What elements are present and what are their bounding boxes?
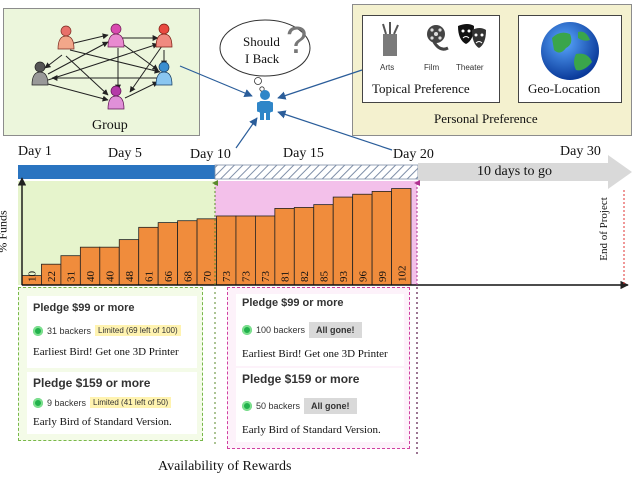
rewards-caption: Availability of Rewards (158, 459, 292, 474)
theater-masks-icon (458, 24, 486, 48)
personal-preference-label: Personal Preference (434, 111, 538, 126)
question-line2: I Back (245, 51, 280, 66)
bar-value-label: 48 (124, 271, 136, 283)
timeline-hatched-bar (214, 164, 419, 180)
backers-count: 9 backers (47, 397, 87, 408)
bar-value-label: 68 (182, 271, 194, 283)
bar-value-label: 96 (357, 271, 369, 283)
reward-tier-card[interactable]: Pledge $99 or more 100 backers All gone!… (236, 294, 404, 366)
timeline-day-1: Day 1 (18, 144, 52, 159)
category-film-label: Film (424, 63, 440, 72)
bar-value-label: 70 (202, 271, 214, 283)
reward-tier-card[interactable]: Pledge $159 or more 9 backers Limited (4… (27, 372, 197, 434)
reward-description: Early Bird of Standard Version. (33, 416, 172, 428)
bar-value-label: 73 (260, 271, 272, 283)
bar-value-label: 66 (163, 271, 175, 283)
status-badge: All gone! (304, 398, 357, 414)
bar-value-label: 99 (377, 271, 389, 283)
person-icon (107, 23, 125, 48)
globe-icon (541, 22, 599, 80)
bar-value-label: 93 (338, 271, 350, 283)
group-network-edges (44, 33, 167, 102)
thought-bubble (219, 19, 311, 92)
rewards-after-panel: Pledge $99 or more 100 backers All gone!… (227, 287, 410, 449)
backers-count: 31 backers (47, 325, 92, 336)
bar-value-label: 61 (143, 271, 155, 282)
question-mark-icon: ? (286, 20, 308, 62)
bar-value-label: 73 (221, 271, 233, 283)
category-arts-label: Arts (380, 63, 395, 72)
bar-value-label: 82 (299, 271, 311, 282)
bar-value-label: 10 (27, 271, 39, 283)
pledge-title: Pledge $99 or more (33, 302, 135, 314)
remaining-days-label: 10 days to go (477, 164, 553, 179)
bar-value-label: 73 (241, 271, 253, 283)
group-label: Group (92, 118, 128, 133)
reward-description: Early Bird of Standard Version. (242, 424, 381, 436)
influence-arrows (179, 65, 393, 151)
person-icon (107, 85, 125, 110)
pledge-title: Pledge $99 or more (242, 297, 344, 309)
rewards-before-panel: Pledge $99 or more 31 backers Limited (6… (18, 287, 203, 441)
bar-value-label: 22 (46, 271, 58, 282)
person-icon (155, 23, 173, 48)
backers-dot-icon (33, 325, 43, 336)
y-axis-label: % Funds (0, 210, 10, 252)
reward-tier-card[interactable]: Pledge $99 or more 31 backers Limited (6… (27, 296, 197, 368)
timeline-day-5: Day 5 (108, 146, 142, 161)
bar-value-label: 81 (280, 271, 292, 282)
bar-value-label: 102 (396, 266, 408, 283)
person-icon (155, 61, 173, 86)
backers-count: 50 backers (256, 401, 301, 411)
timeline-day-15: Day 15 (283, 146, 324, 161)
reward-description: Earliest Bird! Get one 3D Printer (242, 348, 388, 360)
bar-value-label: 40 (85, 271, 97, 283)
bar-value-label: 85 (318, 271, 330, 283)
question-line1: Should (243, 34, 280, 49)
status-badge: Limited (41 left of 50) (90, 397, 172, 408)
timeline-elapsed-bar (18, 165, 215, 179)
backers-count: 100 backers (256, 325, 306, 335)
timeline-remaining-arrow (418, 155, 632, 189)
timeline-day-10: Day 10 (190, 147, 231, 162)
backers-dot-icon (33, 397, 43, 408)
timeline-day-20: Day 20 (393, 147, 434, 162)
reward-tier-card[interactable]: Pledge $159 or more 50 backers All gone!… (236, 368, 404, 442)
topical-preference-label: Topical Preference (372, 81, 470, 96)
backers-dot-icon (242, 401, 252, 411)
person-icon (31, 61, 49, 86)
paintbrushes-icon (382, 22, 399, 56)
backer-person-icon (257, 90, 273, 120)
status-badge: All gone! (309, 322, 362, 338)
film-reel-icon (427, 25, 449, 51)
chart-bar (371, 190, 392, 286)
status-badge: Limited (69 left of 100) (95, 325, 181, 336)
geo-location-label: Geo-Location (528, 81, 601, 96)
bar-value-label: 40 (105, 271, 117, 283)
end-of-project-label: End of Project (597, 197, 610, 261)
pledge-title: Pledge $159 or more (242, 372, 360, 386)
backers-dot-icon (242, 325, 252, 335)
timeline-day-30: Day 30 (560, 144, 601, 159)
reward-description: Earliest Bird! Get one 3D Printer (33, 346, 179, 358)
person-icon (57, 25, 75, 50)
pledge-title: Pledge $159 or more (33, 376, 151, 390)
bar-value-label: 31 (66, 271, 78, 282)
chart-bars: 10 22 31 40 40 48 61 66 68 70 73 73 73 81 82 85 93 96 99 10… (21, 188, 412, 286)
category-theater-label: Theater (456, 63, 484, 72)
